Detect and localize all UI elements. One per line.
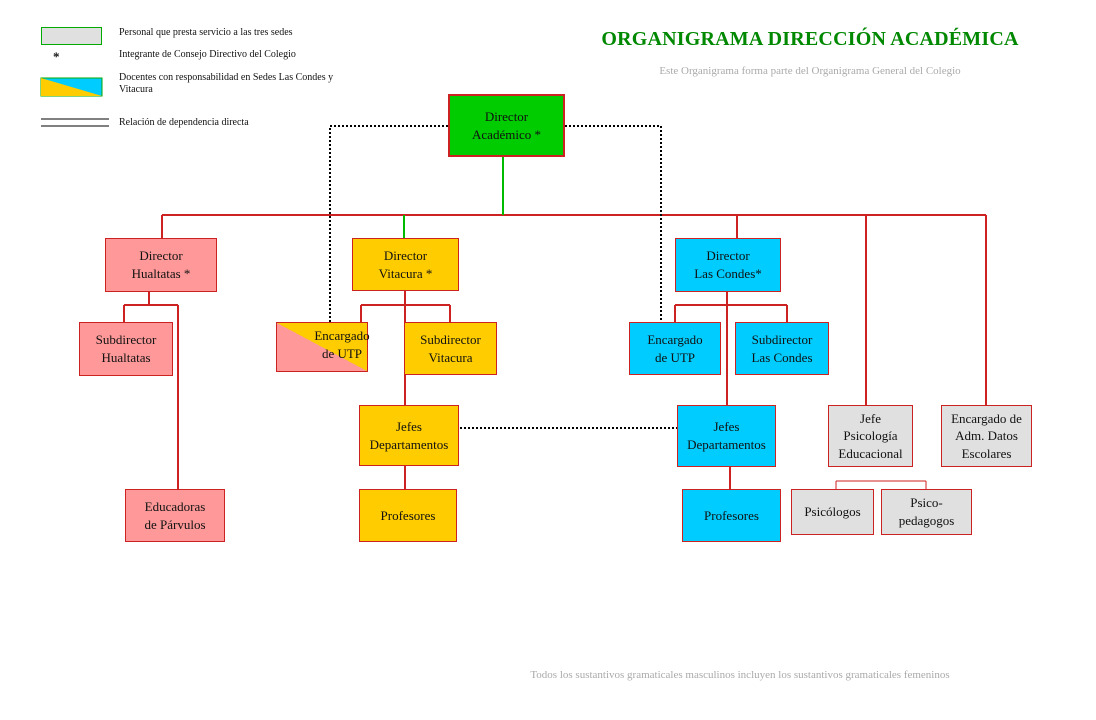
node-encargado-utp-vitacura: Encargado de UTP xyxy=(276,322,370,372)
legend-gray-swatch xyxy=(41,27,102,45)
node-subdirector-hualtatas: Subdirector Hualtatas xyxy=(79,322,173,376)
node-subdirector-lascondes: Subdirector Las Condes xyxy=(735,322,829,375)
legend-integrante-text: Integrante de Consejo Directivo del Cole… xyxy=(119,49,296,60)
page-title: ORGANIGRAMA DIRECCIÓN ACADÉMICA xyxy=(601,28,1019,50)
legend-personal-text: Personal que presta servicio a las tres … xyxy=(119,27,293,38)
node-director-hualtatas: Director Hualtatas * xyxy=(105,238,217,292)
node-psicologos: Psicólogos xyxy=(791,489,874,535)
node-jefe-psicologia: Jefe Psicología Educacional xyxy=(828,405,913,467)
legend-relacion-text: Relación de dependencia directa xyxy=(119,117,249,128)
footer-note: Todos los sustantivos gramaticales mascu… xyxy=(530,669,950,681)
legend-docentes-text: Docentes con responsabilidad en Sedes La… xyxy=(119,72,334,95)
node-encargado-adm-datos: Encargado de Adm. Datos Escolares xyxy=(941,405,1032,467)
node-profesores-vitacura: Profesores xyxy=(359,489,457,542)
node-encargado-utp-lascondes: Encargado de UTP xyxy=(629,322,721,375)
node-director-vitacura: Director Vitacura * xyxy=(352,238,459,291)
node-jefes-departamentos-lascondes: Jefes Departamentos xyxy=(677,405,776,467)
page-subtitle: Este Organigrama forma parte del Organig… xyxy=(659,65,961,77)
node-psicopedagogos: Psico- pedagogos xyxy=(881,489,972,535)
node-profesores-lascondes: Profesores xyxy=(682,489,781,542)
node-director-academico: Director Académico * xyxy=(448,94,565,157)
node-director-lascondes: Director Las Condes* xyxy=(675,238,781,292)
node-jefes-departamentos-vitacura: Jefes Departamentos xyxy=(359,405,459,466)
node-educadoras-parvulos: Educadoras de Párvulos xyxy=(125,489,225,542)
node-subdirector-vitacura: Subdirector Vitacura xyxy=(404,322,497,375)
legend-star: * xyxy=(53,49,60,64)
